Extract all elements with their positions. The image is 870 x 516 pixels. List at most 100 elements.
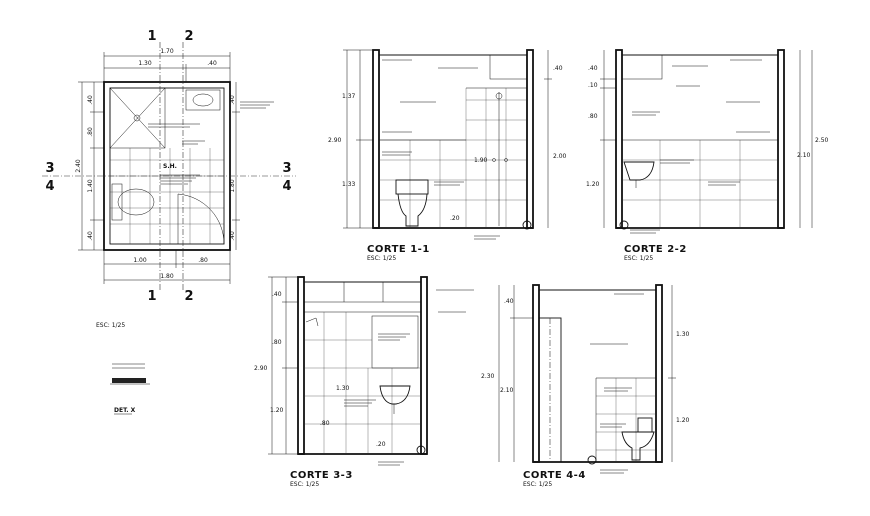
s3-left-wall <box>297 276 305 455</box>
plan-annotations <box>148 101 274 185</box>
dim-left-total: 2.40 <box>75 159 82 173</box>
s2-left-wall <box>615 49 623 229</box>
plan-floor-tiles <box>110 148 224 244</box>
s2-dim-left-2: .10 <box>588 82 598 89</box>
cut-marker-top-2: 2 <box>184 29 193 44</box>
s1-dim-left-2: 1.33 <box>342 181 356 188</box>
s2-annotations <box>630 59 770 234</box>
s1-dim-right-2: 2.00 <box>553 153 567 160</box>
s4-title: CORTE 4-4 <box>523 470 586 481</box>
cut-marker-left-3: 3 <box>45 161 54 176</box>
plan-dims-right: .40 1.80 .40 <box>229 82 240 250</box>
s3-title: CORTE 3-3 <box>290 470 353 481</box>
s3-drain-icon <box>416 445 426 455</box>
s2-dim-right-2: 2.50 <box>815 137 829 144</box>
dim-left-4: .40 <box>87 231 94 241</box>
section-3-3: 1.30 .80 .20 .40 .80 2.90 1.20 CORTE 3-3… <box>254 276 474 488</box>
s4-annotations <box>590 293 644 474</box>
section-4-4: .40 2.30 2.10 1.30 1.20 CORTE 4-4 ESC: 1… <box>481 284 690 488</box>
s2-sink-icon <box>623 161 655 181</box>
s3-window-strip <box>303 281 422 303</box>
dim-right-3: .40 <box>229 231 236 241</box>
s2-dim-right-1: 2.10 <box>797 152 811 159</box>
detail-x: DET. X <box>110 363 150 415</box>
dim-right-1: .40 <box>229 95 236 105</box>
s2-scale: ESC: 1/25 <box>624 255 653 262</box>
plan-dims-bottom: 1.00 .80 1.80 <box>103 250 231 284</box>
s2-dim-left-4: 1.20 <box>586 181 600 188</box>
s3-dim-left-2: .80 <box>272 339 282 346</box>
plan-dims-top: 1.70 1.30 .40 <box>103 48 231 82</box>
dim-right-2: 1.80 <box>229 179 236 193</box>
dim-bottom-2: .80 <box>198 257 208 264</box>
s2-dim-left-3: .80 <box>588 113 598 120</box>
s1-dim-left-total: 2.90 <box>328 137 342 144</box>
s3-dim-inner-2: .80 <box>320 420 330 427</box>
s3-dim-inner-1: 1.30 <box>336 385 350 392</box>
room-label: S.H. <box>163 163 177 170</box>
s4-scale: ESC: 1/25 <box>523 481 552 488</box>
shower-drain-icon <box>133 114 141 122</box>
cut-marker-top-1: 1 <box>147 29 156 44</box>
s1-toilet-bowl-icon <box>397 193 428 227</box>
s3-sink-icon <box>379 385 411 405</box>
s3-shower-head-icon <box>305 317 319 327</box>
cut-marker-right-3: 3 <box>282 161 291 176</box>
plan-dims-left: .40 2.40 .80 1.40 .40 <box>75 81 104 251</box>
s1-scale: ESC: 1/25 <box>367 255 396 262</box>
s3-annotations <box>344 289 474 466</box>
detail-label: DET. X <box>114 407 136 414</box>
s4-dim-right-1: 1.30 <box>676 331 690 338</box>
s3-wall-tiles <box>304 311 421 454</box>
dim-left-1: .40 <box>87 95 94 105</box>
s4-toilet-icon <box>621 431 655 461</box>
s1-annotations <box>382 59 500 240</box>
dim-top-total: 1.70 <box>160 48 174 55</box>
s4-dim-left-1: .40 <box>504 298 514 305</box>
s3-dim-left-3: 1.20 <box>270 407 284 414</box>
s1-window <box>489 54 528 80</box>
s4-left-wall <box>532 284 540 463</box>
sink-counter <box>185 89 221 111</box>
floor-plan: S.H. 1.70 1.30 .40 1.00 <box>42 29 296 329</box>
toilet-tank <box>111 183 123 221</box>
cut-marker-bottom-2: 2 <box>184 289 193 304</box>
section-1-1: 1.90 .20 1.37 2.90 1.33 .40 2.00 CORTE 1… <box>328 49 567 262</box>
dim-left-2: .80 <box>87 127 94 137</box>
s1-drain-icon <box>522 220 532 230</box>
cut-marker-bottom-1: 1 <box>147 289 156 304</box>
s4-dim-left-total: 2.30 <box>481 373 495 380</box>
cut-marker-right-4: 4 <box>282 179 291 194</box>
s1-dim-inner-2: .20 <box>450 215 460 222</box>
door-swing <box>177 193 225 245</box>
s2-window <box>621 54 663 80</box>
s4-dim-right-2: 1.20 <box>676 417 690 424</box>
section-2-2: .40 .10 .80 1.20 2.10 2.50 CORTE 2-2 ESC… <box>586 49 829 262</box>
shower-area <box>109 87 166 149</box>
s3-mirror <box>371 315 419 369</box>
s3-scale: ESC: 1/25 <box>290 481 319 488</box>
s2-right-wall <box>777 49 785 229</box>
toilet-bowl-icon <box>117 188 155 216</box>
dim-bottom-1: 1.00 <box>133 257 147 264</box>
s2-wall-tiles <box>622 139 778 228</box>
s4-toilet-tank <box>637 417 653 433</box>
s2-title: CORTE 2-2 <box>624 244 687 255</box>
sink-basin-icon <box>192 93 214 107</box>
s1-left-wall <box>372 49 380 229</box>
dim-top-1: 1.30 <box>138 60 152 67</box>
s4-right-wall <box>655 284 663 463</box>
s3-right-wall <box>420 276 428 455</box>
detail-hatch <box>112 378 146 383</box>
plan-scale: ESC: 1/25 <box>96 322 125 329</box>
cut-marker-left-4: 4 <box>45 179 54 194</box>
s1-shower-head-icon <box>495 92 503 100</box>
s1-wall-tiles <box>379 87 527 228</box>
plan-inner-wall <box>109 87 225 245</box>
dim-bottom-total: 1.80 <box>160 273 174 280</box>
s1-dim-inner-1: 1.90 <box>474 157 488 164</box>
s4-drain-icon <box>587 455 597 465</box>
s3-dim-left-1: .40 <box>272 291 282 298</box>
s1-title: CORTE 1-1 <box>367 244 430 255</box>
